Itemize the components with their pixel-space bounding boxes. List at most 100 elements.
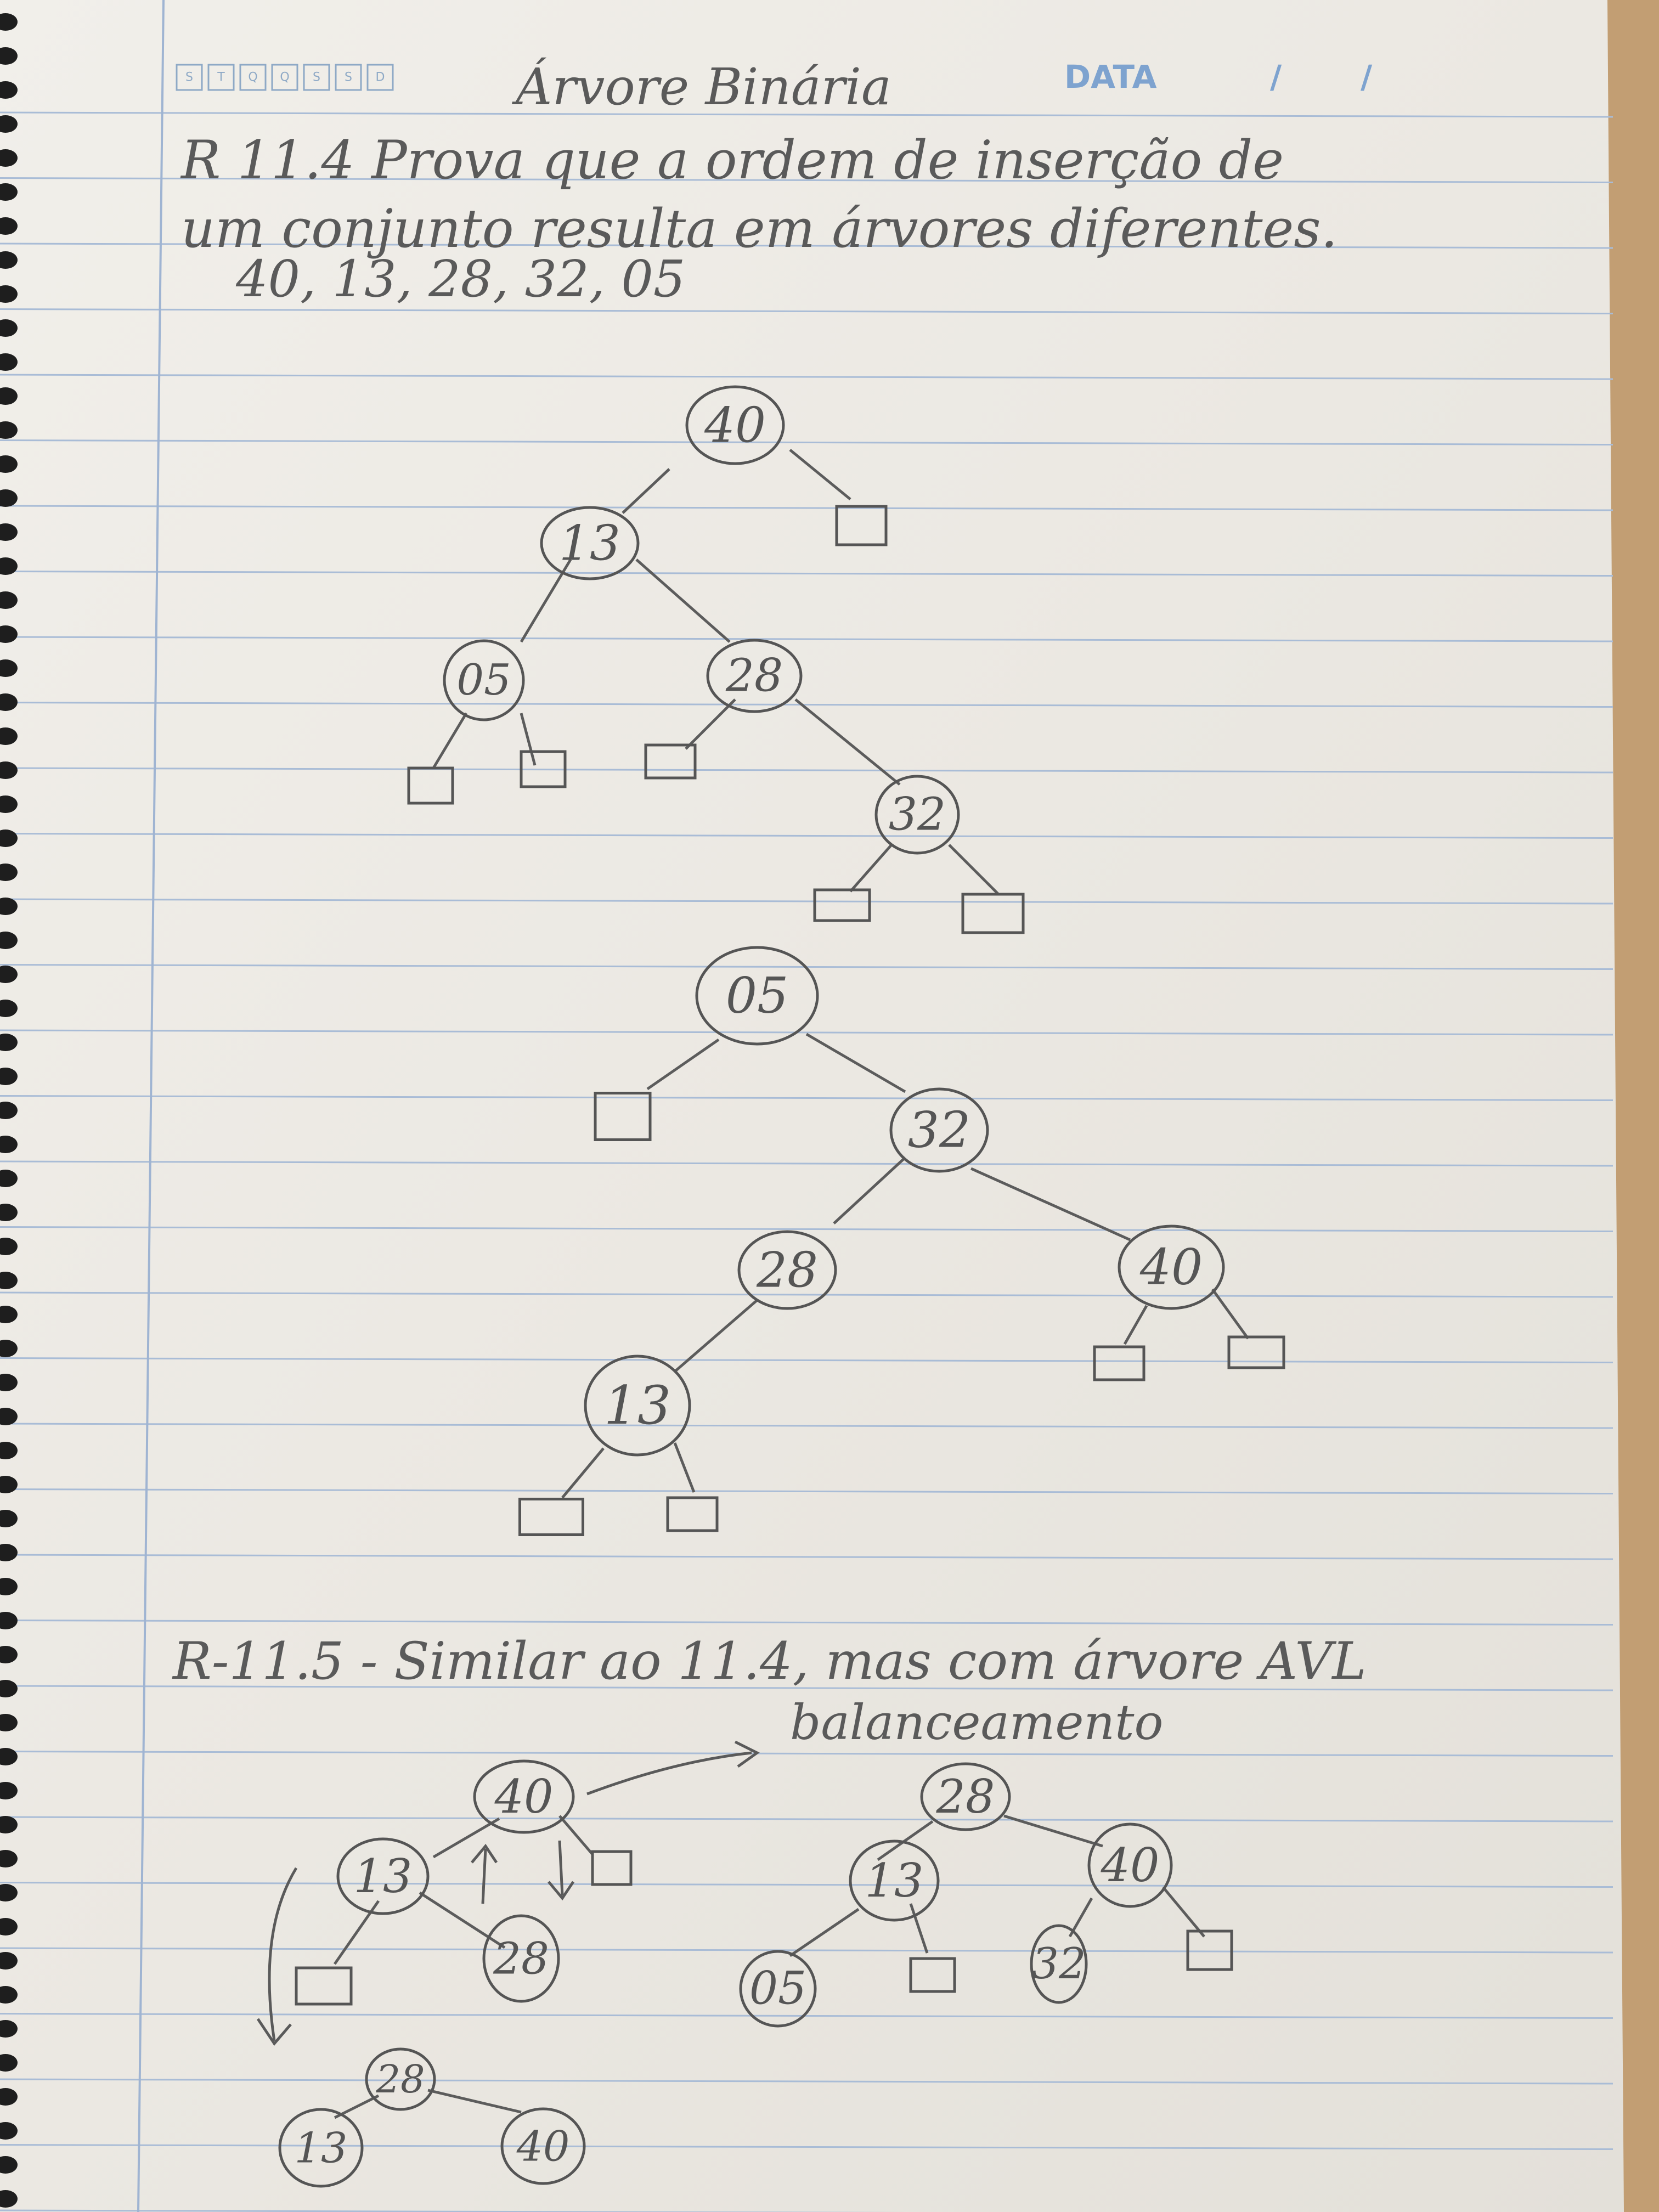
- spiral-hole: [0, 2156, 18, 2174]
- weekday-box: [366, 64, 394, 91]
- tree-edge: [419, 1891, 506, 1949]
- tree-node: [706, 639, 803, 713]
- rotation-up-arrow: [481, 1848, 487, 1904]
- spiral-hole: [0, 285, 18, 303]
- null-leaf: [666, 1496, 719, 1532]
- avl-tree-small: 28 13 40: [278, 2047, 586, 2188]
- tree-node: [685, 385, 785, 465]
- weekday-letter: D: [376, 71, 385, 84]
- tree-node-label: 13: [865, 1854, 924, 1908]
- null-leaf: [1227, 1335, 1285, 1369]
- spiral-hole: [0, 1748, 18, 1765]
- spiral-hole: [0, 1884, 18, 1901]
- tree-edge: [849, 844, 893, 893]
- spiral-hole: [0, 693, 18, 711]
- spiral-hole: [0, 966, 18, 983]
- tree-node-label: 13: [295, 2124, 348, 2172]
- rotation-down-arrow: [558, 1840, 564, 1896]
- null-leaf: [1093, 1345, 1146, 1381]
- tree-edge: [794, 698, 901, 786]
- tree-node-label: 13: [604, 1375, 671, 1436]
- spiral-hole: [0, 455, 18, 473]
- tree-edge: [432, 1817, 500, 1859]
- tree-node: [482, 1914, 560, 2003]
- tree-node-label: 28: [493, 1933, 549, 1984]
- tree-node: [540, 506, 640, 580]
- tree-edge: [948, 844, 1000, 895]
- tree-node-label: 13: [559, 515, 620, 572]
- spiral-hole: [0, 81, 18, 99]
- tree-node-label: 28: [375, 2057, 425, 2102]
- tree-node: [473, 1759, 575, 1834]
- tree-edge: [789, 1908, 860, 1957]
- exercise-r115: R-11.5 - Similar ao 11.4, mas com árvore…: [172, 1632, 1367, 1691]
- spiral-hole: [0, 2190, 18, 2208]
- tree-node: [695, 946, 819, 1046]
- tree-edge: [1123, 1305, 1148, 1345]
- weekday-letter: Q: [280, 71, 289, 84]
- spiral-hole: [0, 1408, 18, 1425]
- spiral-hole: [0, 251, 18, 269]
- tree-node: [584, 1355, 691, 1457]
- tree-edge: [789, 449, 851, 500]
- curved-arrow: [268, 1867, 298, 2041]
- tree-node: [1087, 1822, 1173, 1908]
- tree-node-label: 40: [494, 1770, 554, 1824]
- spiral-hole: [0, 1136, 18, 1153]
- page-title: Árvore Binária: [511, 58, 891, 116]
- spiral-hole: [0, 1000, 18, 1017]
- margin-line: [137, 0, 165, 2212]
- spiral-hole: [0, 1170, 18, 1187]
- tree-node: [889, 1087, 989, 1173]
- spiral-hole: [0, 1340, 18, 1357]
- tree-edge: [1162, 1886, 1205, 1938]
- spiral-hole: [0, 557, 18, 575]
- spiral-hole: [0, 183, 18, 201]
- spiral-hole: [0, 2122, 18, 2140]
- tree-node: [874, 775, 960, 855]
- tree-edge: [1003, 1814, 1103, 1848]
- tree-node-label: 40: [516, 2122, 570, 2171]
- spiral-hole: [0, 2088, 18, 2106]
- spiral-hole: [0, 353, 18, 371]
- null-leaf: [407, 766, 454, 805]
- spiral-hole: [0, 1238, 18, 1255]
- exercise-r114-line2: um conjunto resulta em árvores diferente…: [181, 198, 1338, 259]
- ruled-lines: [0, 111, 1613, 2212]
- spiral-hole: [0, 727, 18, 745]
- tree-node-label: 28: [756, 1242, 818, 1299]
- weekday-box: [207, 64, 235, 91]
- tree-edge: [635, 558, 731, 643]
- spiral-hole: [0, 1952, 18, 1970]
- weekday-box: [176, 64, 203, 91]
- spiral-hole: [0, 830, 18, 847]
- spiral-hole: [0, 1068, 18, 1085]
- tree-node: [739, 1950, 817, 2028]
- spiral-hole: [0, 217, 18, 235]
- arrow-down-icon: [256, 2018, 292, 2046]
- spiral-hole: [0, 761, 18, 779]
- tree-node: [1030, 1924, 1088, 2004]
- tree-node-label: 32: [908, 1102, 971, 1159]
- tree-edge: [561, 1447, 605, 1499]
- tree-edge: [685, 698, 736, 750]
- arrow-down-icon: [548, 1881, 575, 1901]
- spiral-hole: [0, 591, 18, 609]
- spiral-hole: [0, 898, 18, 915]
- insertion-sequence: 40, 13, 28, 32, 05: [235, 250, 685, 308]
- spiral-hole: [0, 319, 18, 337]
- tree-node: [365, 2047, 436, 2111]
- weekday-box: [239, 64, 267, 91]
- spiral-hole: [0, 932, 18, 949]
- spiral-hole: [0, 1306, 18, 1323]
- spiral-hole: [0, 864, 18, 881]
- tree-edge: [646, 1038, 720, 1091]
- tree-node-label: 28: [725, 650, 783, 702]
- spiral-hole: [0, 489, 18, 507]
- spiral-hole: [0, 1272, 18, 1289]
- tree-node: [1118, 1224, 1225, 1310]
- null-leaf: [909, 1957, 956, 1993]
